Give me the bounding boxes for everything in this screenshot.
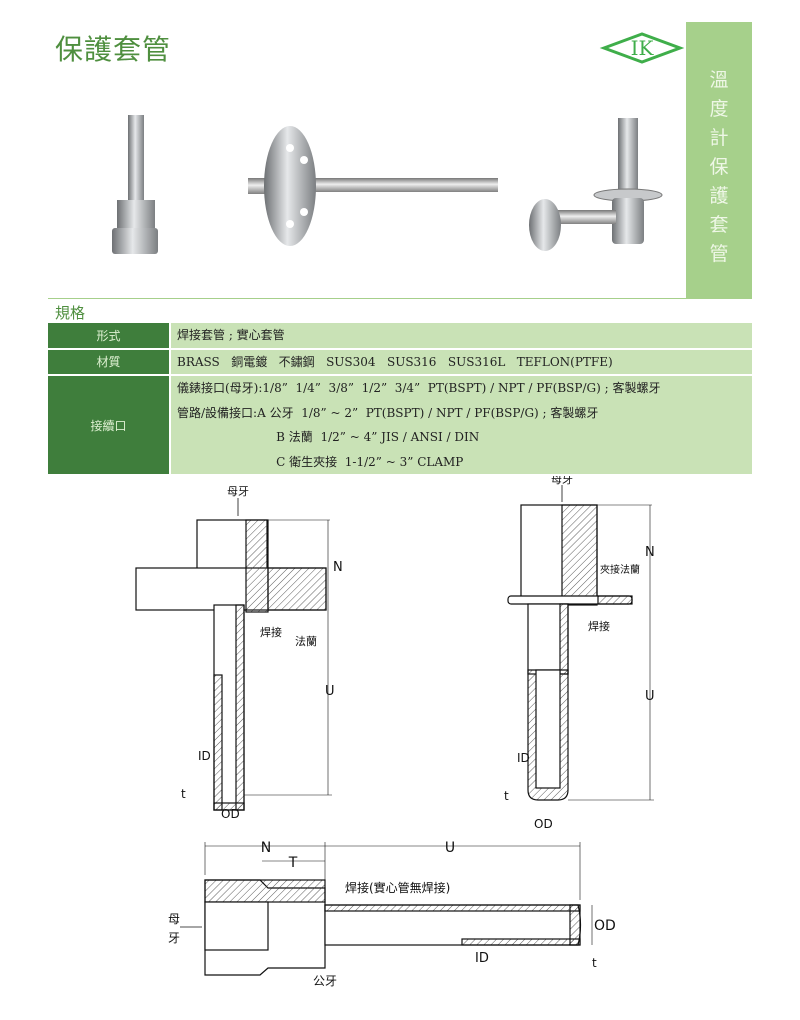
dim-t-length: T <box>288 855 298 871</box>
dim-t: t <box>504 789 509 803</box>
dim-u: U <box>645 689 655 704</box>
label-male-thread: 公牙 <box>313 974 337 988</box>
band-char: 溫 <box>709 69 729 91</box>
photo-flange-thermowell <box>248 126 498 246</box>
dim-u: U <box>445 840 455 856</box>
band-char: 套 <box>709 214 729 236</box>
label-weld: 焊接 <box>588 619 610 633</box>
spec-row-type: 形式 焊接套管 ; 實心套管 <box>48 323 752 350</box>
row-value: 儀錶接口(母牙):1/8” 1/4” 3/8” 1/2” 3/4” PT(BSP… <box>177 381 661 395</box>
label-female-thread: 母牙 <box>227 485 249 498</box>
row-value: C 衛生夾接 1-1/2” ~ 3” CLAMP <box>177 454 464 469</box>
photo-clamp-thermowell <box>529 118 663 251</box>
band-char: 管 <box>709 243 729 265</box>
dim-t: t <box>592 956 597 970</box>
label-weld: 焊接 <box>260 625 282 639</box>
svg-text:IK: IK <box>631 36 655 60</box>
band-char: 保 <box>709 156 729 178</box>
dim-id: ID <box>475 951 489 966</box>
dim-id: ID <box>198 749 211 763</box>
photo-threaded-thermowell <box>112 115 158 254</box>
band-char: 護 <box>709 185 729 207</box>
row-label: 接續口 <box>48 375 171 476</box>
row-value: 管路/設備接口:A 公牙 1/8” ~ 2” PT(BSPT) / NPT / … <box>177 405 599 420</box>
dim-n: N <box>333 560 343 575</box>
row-value: BRASS 銅電鍍 不鏽鋼 SUS304 SUS316 SUS316L TEFL… <box>177 354 613 369</box>
side-band: 溫 度 計 保 護 套 管 <box>686 22 752 298</box>
label-female: 牙 <box>168 931 180 945</box>
row-value: 焊接套管 ; 實心套管 <box>177 328 285 342</box>
dim-od: OD <box>534 817 553 831</box>
spec-row-connection: 接續口 儀錶接口(母牙):1/8” 1/4” 3/8” 1/2” 3/4” PT… <box>48 375 752 476</box>
dim-n: N <box>261 840 271 856</box>
spec-table: 形式 焊接套管 ; 實心套管 材質 BRASS 銅電鍍 不鏽鋼 SUS304 S… <box>48 323 752 476</box>
label-weld: 焊接(實心管無焊接) <box>345 880 450 895</box>
label-female-thread: 母牙 <box>551 473 573 486</box>
spec-row-material: 材質 BRASS 銅電鍍 不鏽鋼 SUS304 SUS316 SUS316L T… <box>48 348 752 376</box>
label-flange: 法蘭 <box>295 634 317 648</box>
band-char: 度 <box>709 98 729 120</box>
dim-id: ID <box>517 751 530 765</box>
label-clamp-flange: 夾接法蘭 <box>600 563 640 576</box>
dim-u: U <box>325 684 335 699</box>
dim-n: N <box>645 545 655 560</box>
diagram-flange-thermowell <box>135 498 332 811</box>
spec-heading: 規格 <box>55 304 86 322</box>
diagram-clamp-thermowell <box>507 485 654 801</box>
row-label: 形式 <box>48 323 171 350</box>
dim-t: t <box>181 787 186 801</box>
dim-od: OD <box>221 807 240 821</box>
diagram-threaded-thermowell <box>180 842 593 976</box>
row-value: B 法蘭 1/2” ~ 4” JIS / ANSI / DIN <box>177 430 480 444</box>
band-char: 計 <box>709 127 729 149</box>
row-label: 材質 <box>48 348 171 376</box>
ik-logo: IK <box>599 32 685 64</box>
dim-od: OD <box>594 918 616 934</box>
divider <box>48 298 752 299</box>
page-title: 保護套管 <box>55 33 172 66</box>
label-female: 母 <box>168 912 180 926</box>
